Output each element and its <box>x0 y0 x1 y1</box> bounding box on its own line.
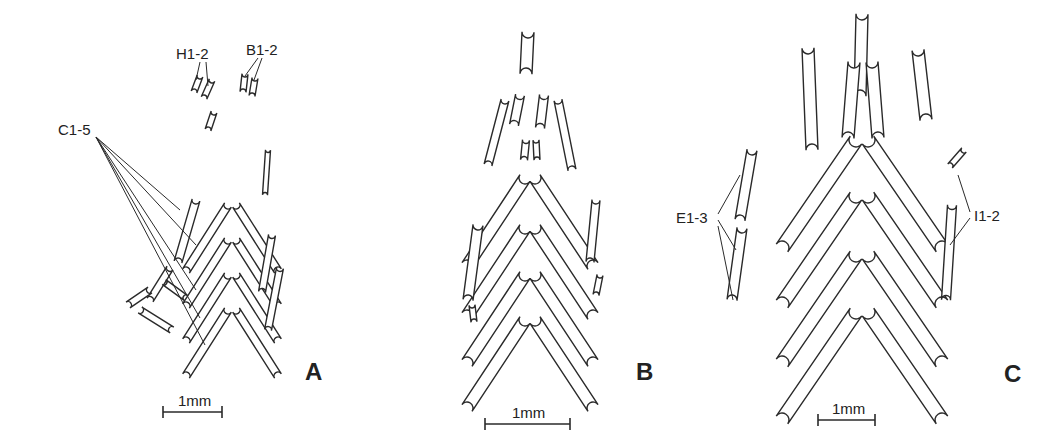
sclerite-rod <box>593 274 603 295</box>
callout-label: I1-2 <box>974 208 1000 223</box>
scale-bar <box>485 423 570 425</box>
sclerite-rod <box>948 148 967 168</box>
sclerite-rod <box>776 192 862 308</box>
sclerite-rod <box>536 94 549 128</box>
scale-bar <box>162 406 164 418</box>
scale-bar <box>569 418 571 430</box>
leader-line <box>950 218 970 245</box>
leader-line <box>718 175 740 214</box>
leader-line <box>96 137 205 345</box>
sclerite-rod <box>484 99 509 166</box>
sclerite-rod <box>586 200 600 263</box>
scale-label: 1mm <box>178 393 211 408</box>
leader-line <box>96 137 196 290</box>
sclerite-rod <box>802 48 818 150</box>
callout-label: H1-2 <box>176 46 209 61</box>
sclerite-rod <box>530 317 598 412</box>
sclerite-rod <box>462 317 530 412</box>
sclerite-rod <box>138 307 174 333</box>
scale-bar <box>818 419 875 421</box>
sclerite-rod <box>469 305 477 323</box>
leader-line <box>718 220 736 250</box>
scale-bar <box>163 411 222 413</box>
scale-bar <box>484 418 486 430</box>
sclerite-rod <box>183 308 232 378</box>
sclerite-rod <box>554 99 576 171</box>
sclerite-rod <box>265 267 284 330</box>
callout-label: C1-5 <box>58 122 91 137</box>
leader-line <box>206 62 208 86</box>
sclerite-rod <box>842 62 860 139</box>
sclerite-rod <box>735 149 757 221</box>
sclerite-rod <box>126 287 152 308</box>
sclerite-rod <box>240 74 248 93</box>
leader-line <box>96 137 196 245</box>
callout-label: E1-3 <box>676 210 708 225</box>
callout-label: B1-2 <box>246 42 278 57</box>
scale-label: 1mm <box>512 405 545 420</box>
sclerite-rod <box>942 205 957 301</box>
leader-line <box>196 62 200 80</box>
panel-letter: C <box>1004 362 1021 386</box>
leader-line <box>96 137 200 318</box>
sclerite-rod <box>862 192 948 308</box>
panel-letter: A <box>305 360 322 384</box>
sclerite-rod <box>866 62 884 139</box>
scale-label: 1mm <box>832 401 865 416</box>
leader-line <box>958 175 970 212</box>
sclerite-rod <box>862 308 948 424</box>
sclerite-rod <box>263 150 271 195</box>
sclerite-rod <box>205 111 217 131</box>
sclerite-rod <box>521 140 530 161</box>
sclerite-rod <box>520 32 534 75</box>
scale-bar <box>221 406 223 418</box>
leader-line <box>96 137 180 210</box>
sclerite-rod <box>912 49 932 120</box>
scale-bar <box>817 414 819 426</box>
scale-bar <box>874 414 876 426</box>
leader-line <box>254 58 262 80</box>
sclerite-rod <box>463 224 483 300</box>
sclerite-rod <box>510 94 525 126</box>
sclerite-rod <box>533 140 540 160</box>
panel-letter: B <box>636 360 653 384</box>
sclerite-rod <box>727 227 747 300</box>
sclerite-rod <box>249 78 258 97</box>
leader-line <box>718 226 733 300</box>
